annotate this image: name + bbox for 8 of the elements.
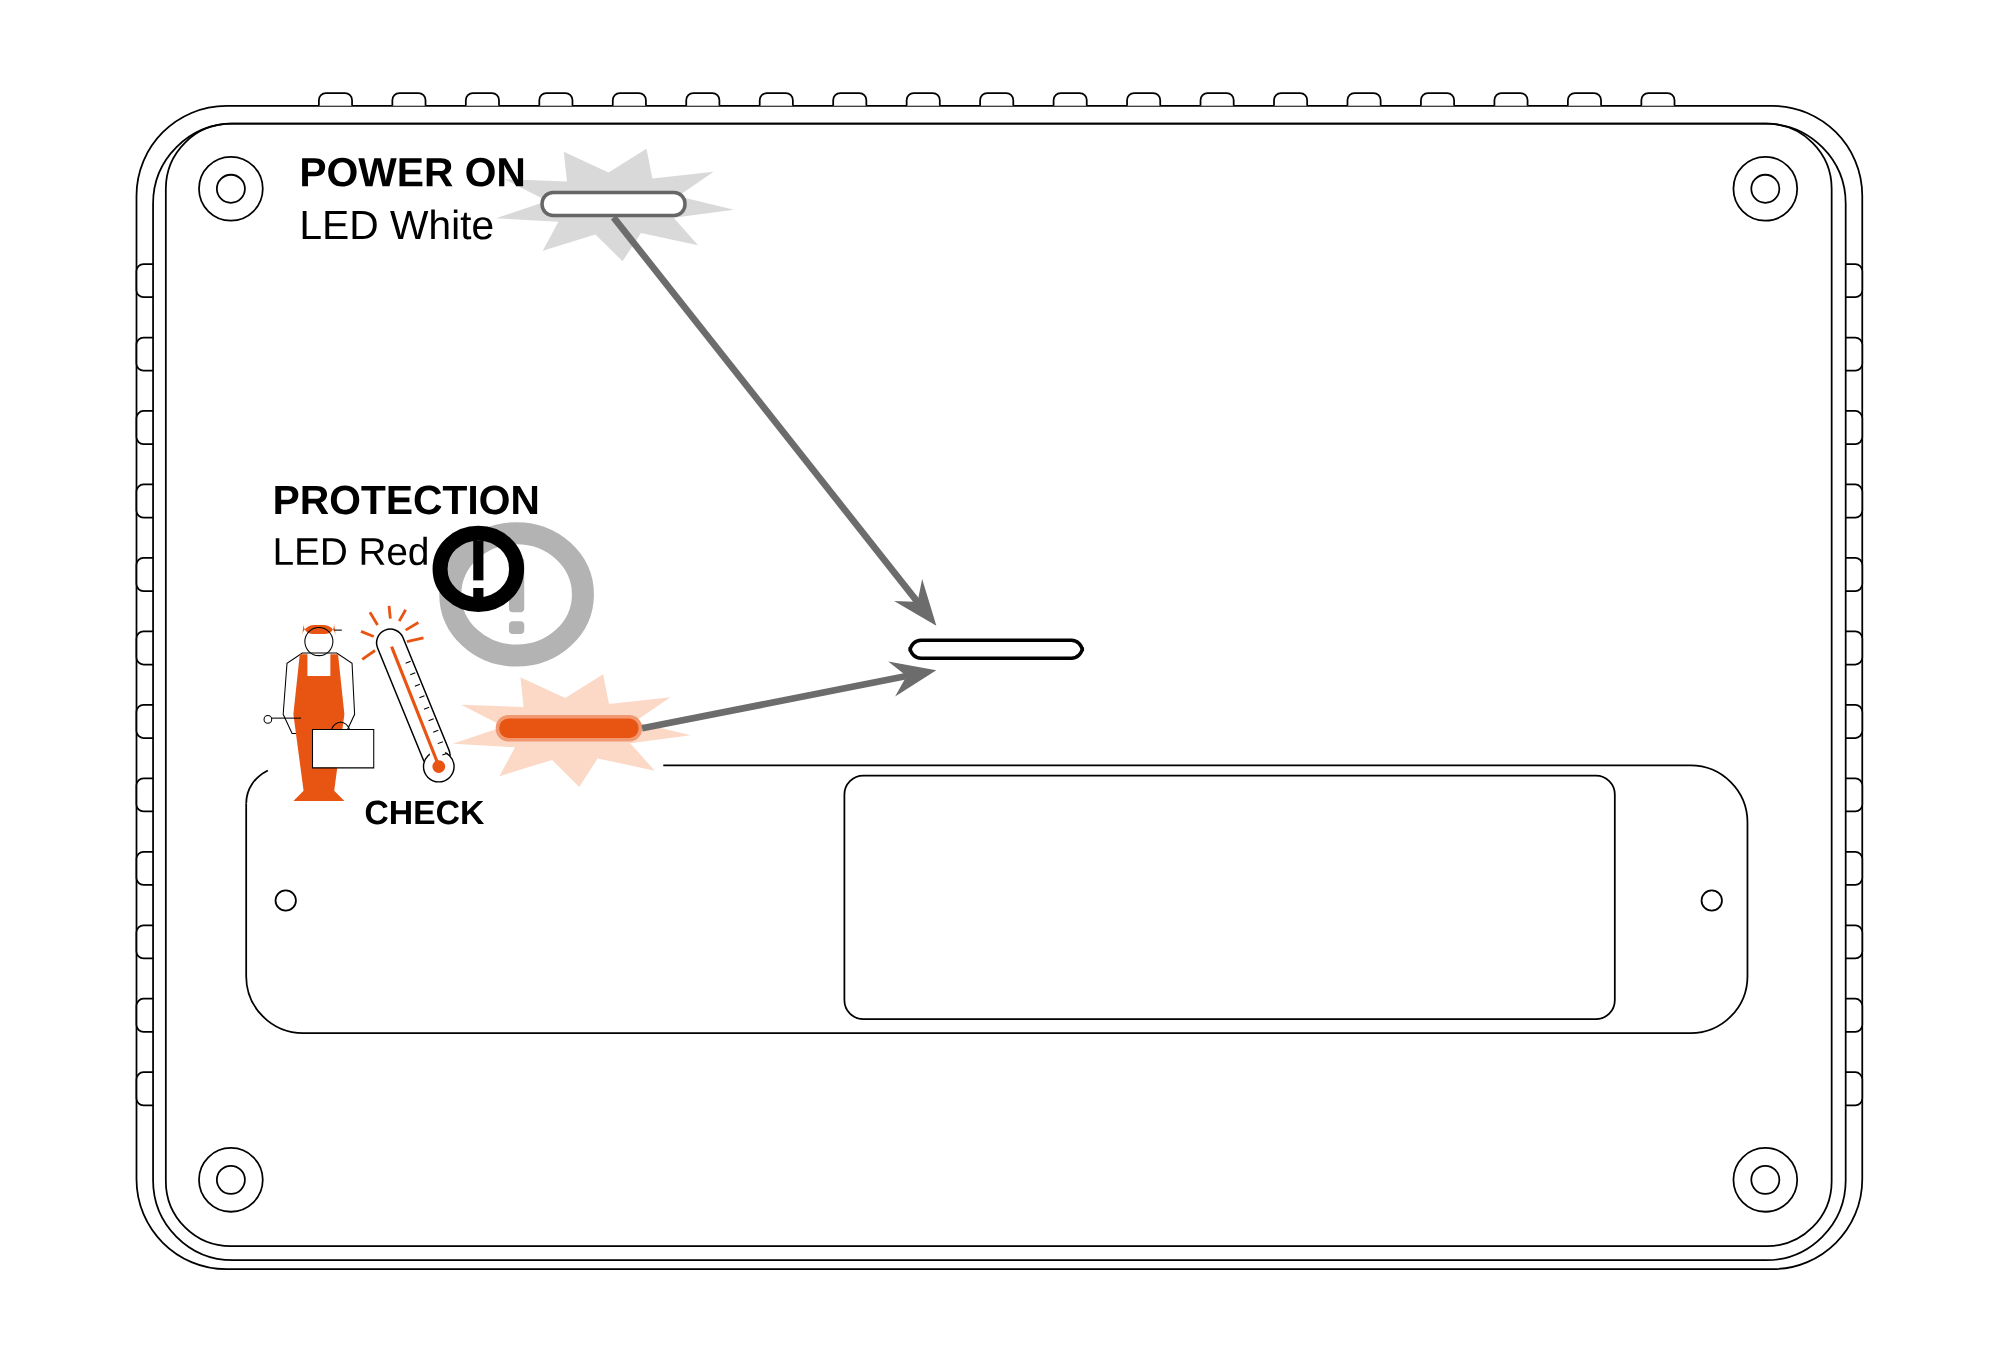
label: PROTECTION <box>275 485 538 515</box>
led-slot <box>908 638 1085 661</box>
label: CHECK <box>365 800 484 825</box>
led-slot <box>495 715 643 742</box>
label: LED White <box>302 209 493 240</box>
label: LED Red <box>275 537 427 566</box>
label: POWER ON <box>302 157 524 187</box>
led-slot <box>540 191 687 218</box>
